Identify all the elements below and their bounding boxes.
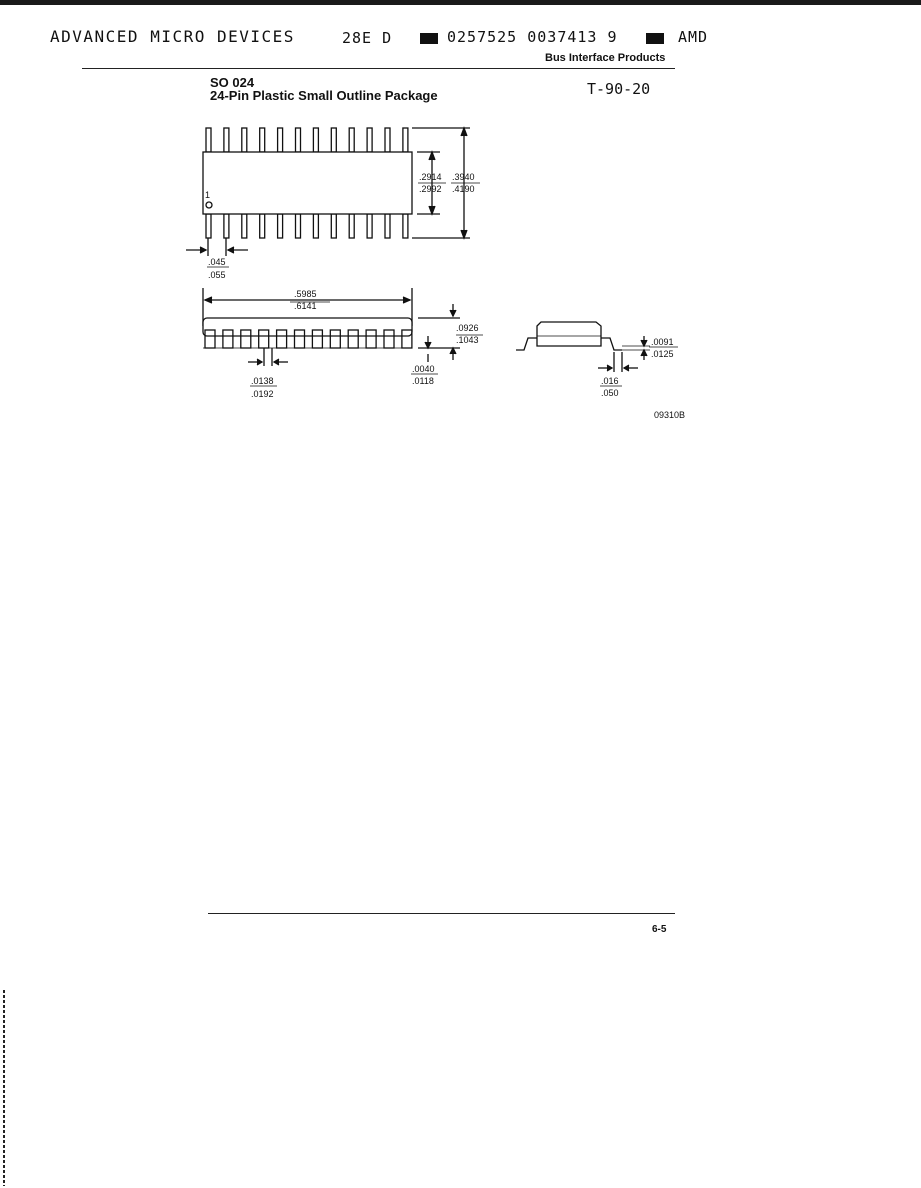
pin	[241, 213, 248, 239]
t-code: T-90-20	[587, 80, 651, 98]
dim-length-max: .6141	[294, 301, 317, 311]
top-pins-lower	[205, 213, 409, 239]
company-name: ADVANCED MICRO DEVICES	[50, 27, 295, 46]
package-body-top	[202, 151, 413, 215]
pin	[276, 127, 284, 153]
package-drawing: 1 .2914 .2992 .3940 .4190 .045 .055 .598…	[186, 126, 685, 420]
pin	[294, 127, 302, 153]
black-block-mark	[646, 33, 664, 44]
dim-lead-width-max: .0192	[251, 389, 274, 399]
dim-height-min: .0926	[456, 323, 479, 333]
dim-standoff-min: .0040	[412, 364, 435, 374]
dim-foot-min: .016	[601, 376, 619, 386]
pin1-label: 1	[205, 190, 210, 200]
pin1-marker	[205, 201, 213, 209]
pin	[276, 213, 284, 239]
page-number: 6-5	[652, 924, 667, 935]
pin	[223, 213, 230, 239]
pin	[384, 127, 391, 153]
dim-standoff-max: .0118	[412, 376, 434, 386]
pin	[259, 127, 266, 153]
pin	[294, 213, 302, 239]
pin	[259, 213, 266, 239]
dim-lead-thickness-max: .0125	[651, 349, 674, 359]
pin	[205, 127, 212, 153]
package-body-side	[202, 317, 413, 337]
dim-total-width-max: .4190	[452, 184, 475, 194]
dim-height-max: .1043	[456, 335, 479, 345]
top-pins-upper	[205, 127, 409, 153]
package-code: SO 024	[210, 75, 255, 90]
pin	[241, 127, 248, 153]
package-title: 24-Pin Plastic Small Outline Package	[210, 88, 438, 103]
footer-divider	[208, 913, 675, 914]
pin	[223, 127, 230, 153]
pin	[312, 127, 320, 153]
dim-foot-max: .050	[601, 388, 619, 398]
pin	[330, 213, 337, 239]
pin	[384, 213, 391, 239]
pin	[366, 213, 373, 239]
header-divider	[82, 68, 675, 69]
dim-total-width-min: .3940	[452, 172, 475, 182]
pin	[348, 127, 355, 153]
dim-body-width-min: .2914	[419, 172, 442, 182]
pin	[330, 127, 337, 153]
pin	[402, 213, 409, 239]
black-block-mark	[420, 33, 438, 44]
figure-id: 09310B	[654, 410, 685, 420]
pin	[366, 127, 373, 153]
scan-edge-mark	[3, 990, 5, 1186]
dim-pitch-max: .055	[208, 270, 226, 280]
top-scan-bar	[0, 0, 921, 5]
pin	[348, 213, 355, 239]
pin	[402, 127, 409, 153]
dim-pitch-min: .045	[208, 257, 226, 267]
package-body-end	[536, 321, 602, 347]
dim-lead-width-min: .0138	[251, 376, 274, 386]
dim-body-width-max: .2992	[419, 184, 442, 194]
pin	[205, 213, 212, 239]
section-title: Bus Interface Products	[545, 52, 666, 64]
dim-lead-thickness-min: .0091	[651, 337, 674, 347]
header-code: 28E D	[342, 29, 393, 47]
dim-length-min: .5985	[294, 289, 317, 299]
pin	[312, 213, 320, 239]
doc-number: 0257525 0037413 9	[447, 28, 618, 46]
brand-name: AMD	[678, 28, 709, 46]
